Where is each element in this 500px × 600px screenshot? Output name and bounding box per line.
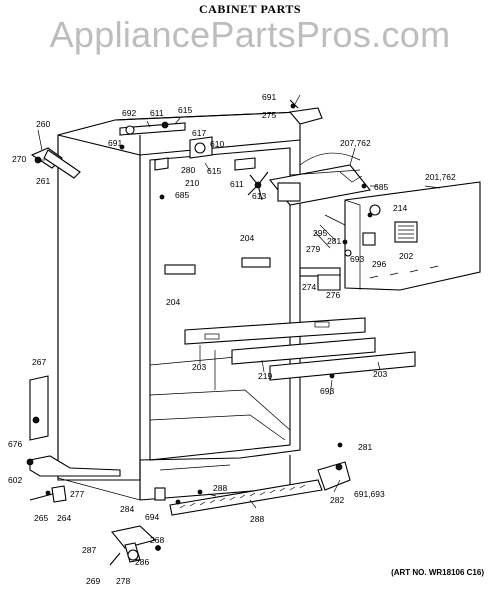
callout: 691 bbox=[108, 138, 122, 148]
rail-203-upper bbox=[184, 317, 366, 345]
callout: 692 bbox=[122, 108, 136, 118]
callout: 203 bbox=[192, 362, 206, 372]
callout: 277 bbox=[70, 489, 84, 499]
callout: 287 bbox=[82, 545, 96, 555]
callout: 676 bbox=[8, 439, 22, 449]
callout: 265 bbox=[34, 513, 48, 523]
callout: 281 bbox=[327, 236, 341, 246]
callout: 201,762 bbox=[425, 172, 456, 182]
callout: 284 bbox=[120, 504, 134, 514]
top-hinge-parts bbox=[30, 99, 323, 179]
callout: 615 bbox=[178, 105, 192, 115]
callout: 617 bbox=[192, 128, 206, 138]
callout: 685 bbox=[374, 182, 388, 192]
callout: 274 bbox=[302, 282, 316, 292]
screw-icons bbox=[45, 103, 367, 551]
bracket-204-right bbox=[241, 257, 271, 268]
cabinet-shell bbox=[57, 111, 301, 501]
callout: 280 bbox=[181, 165, 195, 175]
callout: 260 bbox=[36, 119, 50, 129]
callout: 295 bbox=[313, 228, 327, 238]
callout: 296 bbox=[372, 259, 386, 269]
callout: 275 bbox=[262, 110, 276, 120]
leader-lines bbox=[37, 94, 441, 509]
callout: 602 bbox=[8, 475, 22, 485]
rail-203-lower bbox=[269, 351, 416, 381]
callout: 693 bbox=[320, 386, 334, 396]
callout: 611 bbox=[230, 179, 244, 189]
callout: 691,693 bbox=[354, 489, 385, 499]
rail-219 bbox=[231, 337, 376, 365]
watermark: AppliancePartsPros.com bbox=[49, 14, 451, 55]
callout: 288 bbox=[213, 483, 227, 493]
leveler-parts bbox=[109, 525, 161, 566]
callout: 270 bbox=[12, 154, 26, 164]
callout: 693 bbox=[350, 254, 364, 264]
callout: 214 bbox=[393, 203, 407, 213]
callout-labels: 691 275 692 611 615 260 617 207,762 691 … bbox=[8, 92, 456, 586]
callout: 610 bbox=[210, 139, 224, 149]
callout: 269 bbox=[86, 576, 100, 586]
callout: 691 bbox=[262, 92, 276, 102]
left-lower-parts bbox=[26, 375, 121, 503]
callout: 264 bbox=[57, 513, 71, 523]
callout: 611 bbox=[150, 108, 164, 118]
callout: 281 bbox=[358, 442, 372, 452]
callout: 268 bbox=[150, 535, 164, 545]
callout: 276 bbox=[326, 290, 340, 300]
callout: 278 bbox=[116, 576, 130, 586]
callout: 203 bbox=[373, 369, 387, 379]
callout: 204 bbox=[240, 233, 254, 243]
callout: 694 bbox=[145, 512, 159, 522]
callout: 613 bbox=[252, 191, 266, 201]
callout: 210 bbox=[185, 178, 199, 188]
callout: 207,762 bbox=[340, 138, 371, 148]
callout: 288 bbox=[250, 514, 264, 524]
callout: 204 bbox=[166, 297, 180, 307]
fan-assembly bbox=[247, 152, 372, 206]
callout: 282 bbox=[330, 495, 344, 505]
callout: 261 bbox=[36, 176, 50, 186]
callout: 202 bbox=[399, 251, 413, 261]
callout: 267 bbox=[32, 357, 46, 367]
bracket-204-left bbox=[164, 264, 196, 275]
callout: 219 bbox=[258, 371, 272, 381]
grille-288 bbox=[154, 461, 351, 516]
callout: 685 bbox=[175, 190, 189, 200]
control-panel-201 bbox=[299, 181, 481, 291]
callout: 279 bbox=[306, 244, 320, 254]
art-number: (ART NO. WR18106 C16) bbox=[391, 568, 484, 577]
diagram-title: CABINET PARTS bbox=[199, 2, 301, 16]
callout: 615 bbox=[207, 166, 221, 176]
callout: 286 bbox=[135, 557, 149, 567]
